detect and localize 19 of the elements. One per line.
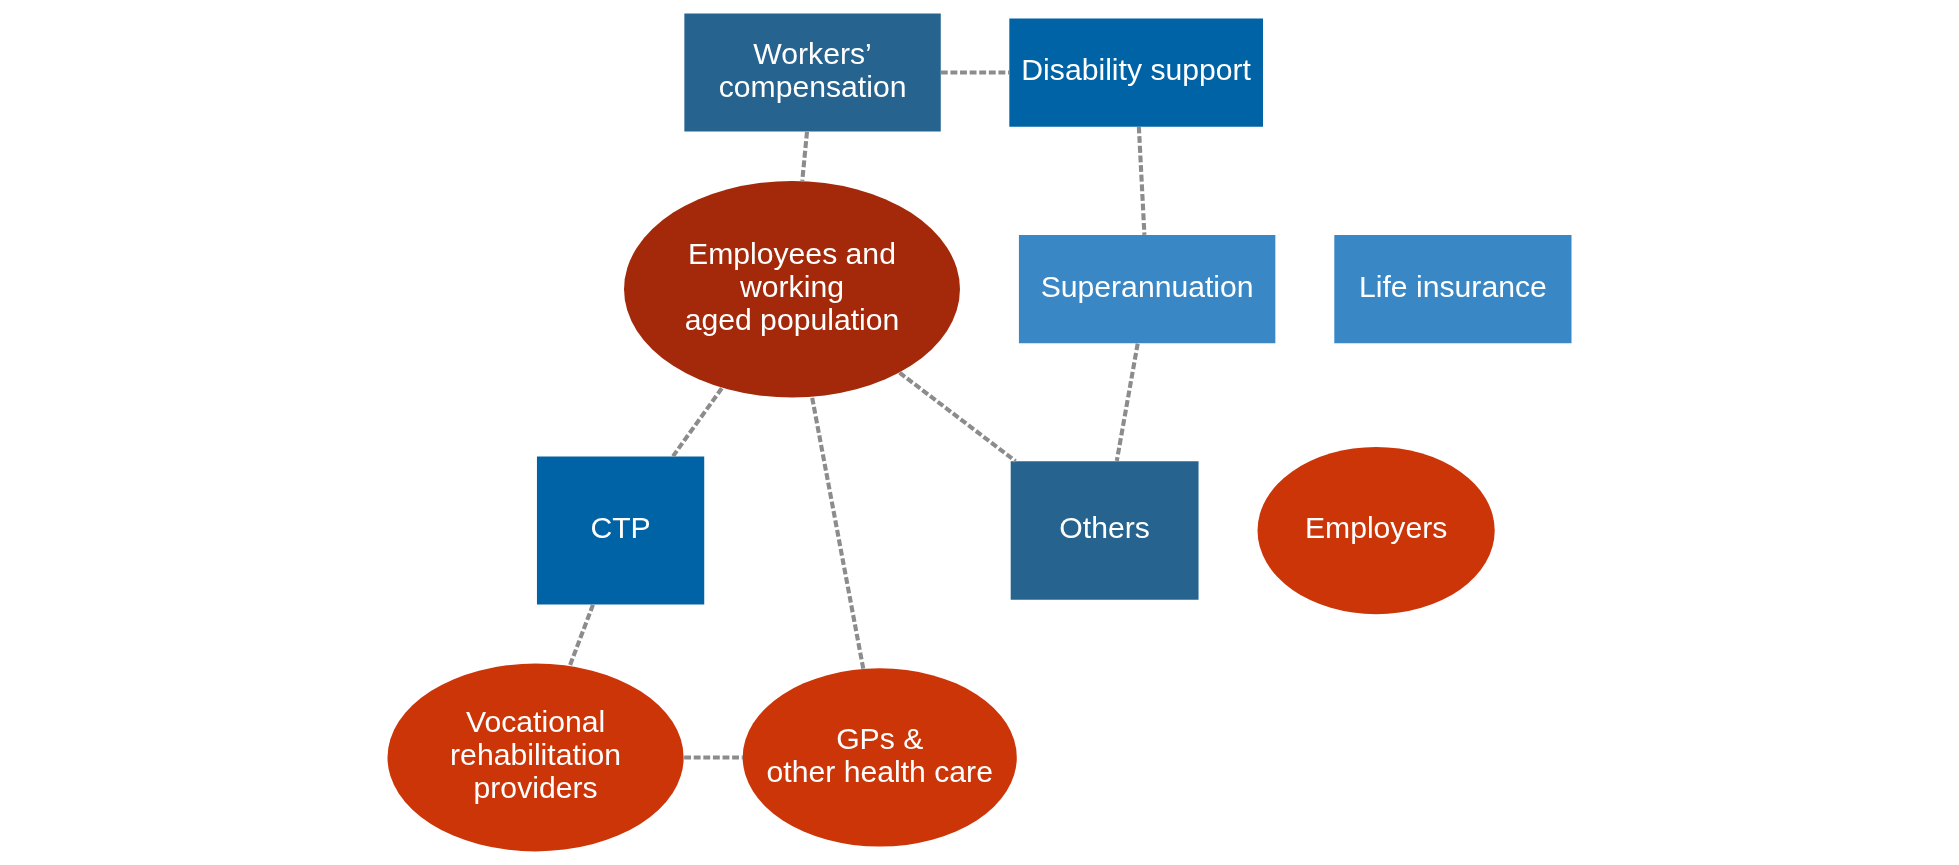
- node-box: Disability support: [1009, 18, 1263, 127]
- connector: [940, 70, 1010, 75]
- node-box: Life insurance: [1334, 235, 1572, 344]
- connector: [1114, 343, 1140, 462]
- node-box: Superannuation: [1018, 235, 1276, 344]
- node-ellipse: Vocational rehabilitation providers: [387, 663, 684, 852]
- connector: [567, 603, 595, 667]
- connector: [684, 755, 743, 760]
- node-box: CTP: [536, 456, 705, 605]
- node-box: Others: [1010, 461, 1199, 600]
- connector: [1136, 126, 1147, 235]
- node-ellipse: Employees and working aged population: [624, 180, 960, 398]
- node-ellipse: GPs & other health care: [742, 668, 1017, 847]
- node-box: Workers’ compensation: [684, 13, 941, 132]
- connector: [800, 131, 810, 182]
- node-ellipse: Employers: [1257, 446, 1495, 615]
- connector: [898, 371, 1017, 463]
- connector: [671, 386, 724, 458]
- connector: [810, 396, 866, 670]
